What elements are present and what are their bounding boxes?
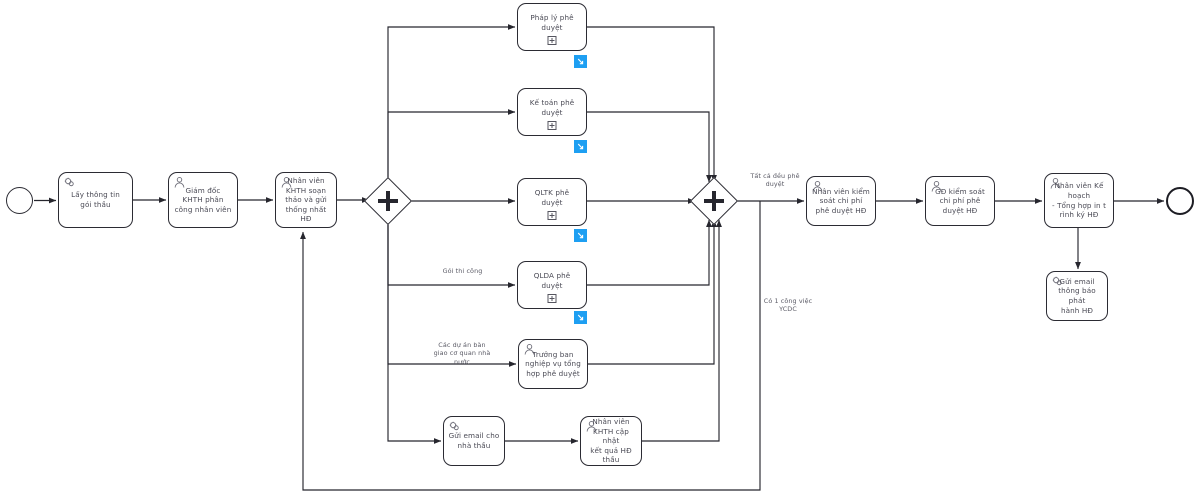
edge-label-cac-du-an-ban-giao: Các dự án bàn giao cơ quan nhà nước xyxy=(433,341,491,366)
subprocess-qltk-phe-duyet[interactable]: QLTK phê duyệt xyxy=(517,178,587,226)
user-icon xyxy=(1049,177,1062,190)
edge-label-goi-thi-cong: Gói thi công xyxy=(442,267,483,275)
edge-label-tat-ca-deu-phe-duyet: Tất cả đều phê duyệt xyxy=(750,172,800,189)
service-gear-icon xyxy=(1051,275,1064,288)
task-label: Nhân viên KHTH cập nhật kết quả HĐ thầu xyxy=(590,417,632,465)
task-label: Giám đốc KHTH phân công nhân viên xyxy=(174,185,232,214)
arrow-down-right-glyph xyxy=(577,314,584,321)
subprocess-phap-ly-phe-duyet[interactable]: Pháp lý phê duyệt xyxy=(517,3,587,51)
task-label: Nhân viên kiểm soát chi phí phê duyệt HĐ xyxy=(812,186,870,215)
collapsed-subprocess-plus-icon[interactable] xyxy=(547,211,557,220)
task-label: Pháp lý phê duyệt xyxy=(530,13,574,32)
start-event[interactable] xyxy=(6,187,33,214)
drilldown-arrow-icon[interactable] xyxy=(574,311,587,324)
collapsed-subprocess-plus-icon[interactable] xyxy=(547,121,557,130)
drilldown-arrow-icon[interactable] xyxy=(574,55,587,68)
task-truong-ban-nghiep-vu-tong-hop[interactable]: Trưởng ban nghiệp vụ tổng hợp phê duyệt xyxy=(518,339,588,389)
drilldown-arrow-icon[interactable] xyxy=(574,140,587,153)
service-gear-icon xyxy=(448,420,461,433)
task-label: Gửi email cho nhà thầu xyxy=(448,431,500,450)
task-nhan-vien-ke-hoach-tong-hop[interactable]: Nhân viên Kế hoạch - Tổng hợp in t rình … xyxy=(1044,173,1114,228)
drilldown-arrow-icon[interactable] xyxy=(574,229,587,242)
task-label: Trưởng ban nghiệp vụ tổng hợp phê duyệt xyxy=(525,349,581,378)
task-giam-doc-khth-phan-cong[interactable]: Giám đốc KHTH phân công nhân viên xyxy=(168,172,238,228)
task-label: Nhân viên KHTH soạn thảo và gửi thống nh… xyxy=(285,176,327,224)
user-icon xyxy=(280,176,293,189)
service-gear-icon xyxy=(63,176,76,189)
task-nhan-vien-kiem-soat-chi-phi[interactable]: Nhân viên kiểm soát chi phí phê duyệt HĐ xyxy=(806,176,876,226)
arrow-down-right-glyph xyxy=(577,232,584,239)
collapsed-subprocess-plus-icon[interactable] xyxy=(547,36,557,45)
arrow-down-right-glyph xyxy=(577,58,584,65)
arrow-down-right-glyph xyxy=(577,143,584,150)
task-gd-kiem-soat-chi-phi[interactable]: GĐ kiểm soát chi phí phê duyệt HĐ xyxy=(925,176,995,226)
task-nhan-vien-khth-cap-nhat-ket-qua[interactable]: Nhân viên KHTH cập nhật kết quả HĐ thầu xyxy=(580,416,642,466)
task-lay-thong-tin-goi-thau[interactable]: Lấy thông tin gói thầu xyxy=(58,172,133,228)
task-label: Kế toán phê duyệt xyxy=(529,98,575,117)
user-icon xyxy=(585,420,598,433)
task-label: Gửi email thông báo phát hành HĐ xyxy=(1058,276,1096,315)
task-label: Lấy thông tin gói thầu xyxy=(71,190,120,209)
collapsed-subprocess-plus-icon[interactable] xyxy=(547,294,557,303)
task-gui-email-thong-bao-phat-hanh[interactable]: Gửi email thông báo phát hành HĐ xyxy=(1046,271,1108,321)
parallel-gateway-join[interactable] xyxy=(689,176,739,226)
user-icon xyxy=(173,176,186,189)
parallel-plus-icon xyxy=(704,191,724,211)
subprocess-ke-toan-phe-duyet[interactable]: Kế toán phê duyệt xyxy=(517,88,587,136)
task-label: GĐ kiểm soát chi phí phê duyệt HĐ xyxy=(935,186,985,215)
task-label: QLTK phê duyệt xyxy=(534,188,570,207)
task-gui-email-cho-nha-thau[interactable]: Gửi email cho nhà thầu xyxy=(443,416,505,466)
user-icon xyxy=(523,343,536,356)
user-icon xyxy=(930,180,943,193)
task-label: Nhân viên Kế hoạch - Tổng hợp in t rình … xyxy=(1051,181,1107,220)
end-event[interactable] xyxy=(1166,187,1194,215)
user-icon xyxy=(811,180,824,193)
task-label: QLDA phê duyệt xyxy=(533,271,571,290)
edge-label-co-1-cong-viec-ycdc: Có 1 công việc YCDC xyxy=(763,297,813,314)
parallel-plus-icon xyxy=(378,191,398,211)
task-nhan-vien-khth-soan-thao[interactable]: Nhân viên KHTH soạn thảo và gửi thống nh… xyxy=(275,172,337,228)
subprocess-qlda-phe-duyet[interactable]: QLDA phê duyệt xyxy=(517,261,587,309)
parallel-gateway-split[interactable] xyxy=(363,176,413,226)
